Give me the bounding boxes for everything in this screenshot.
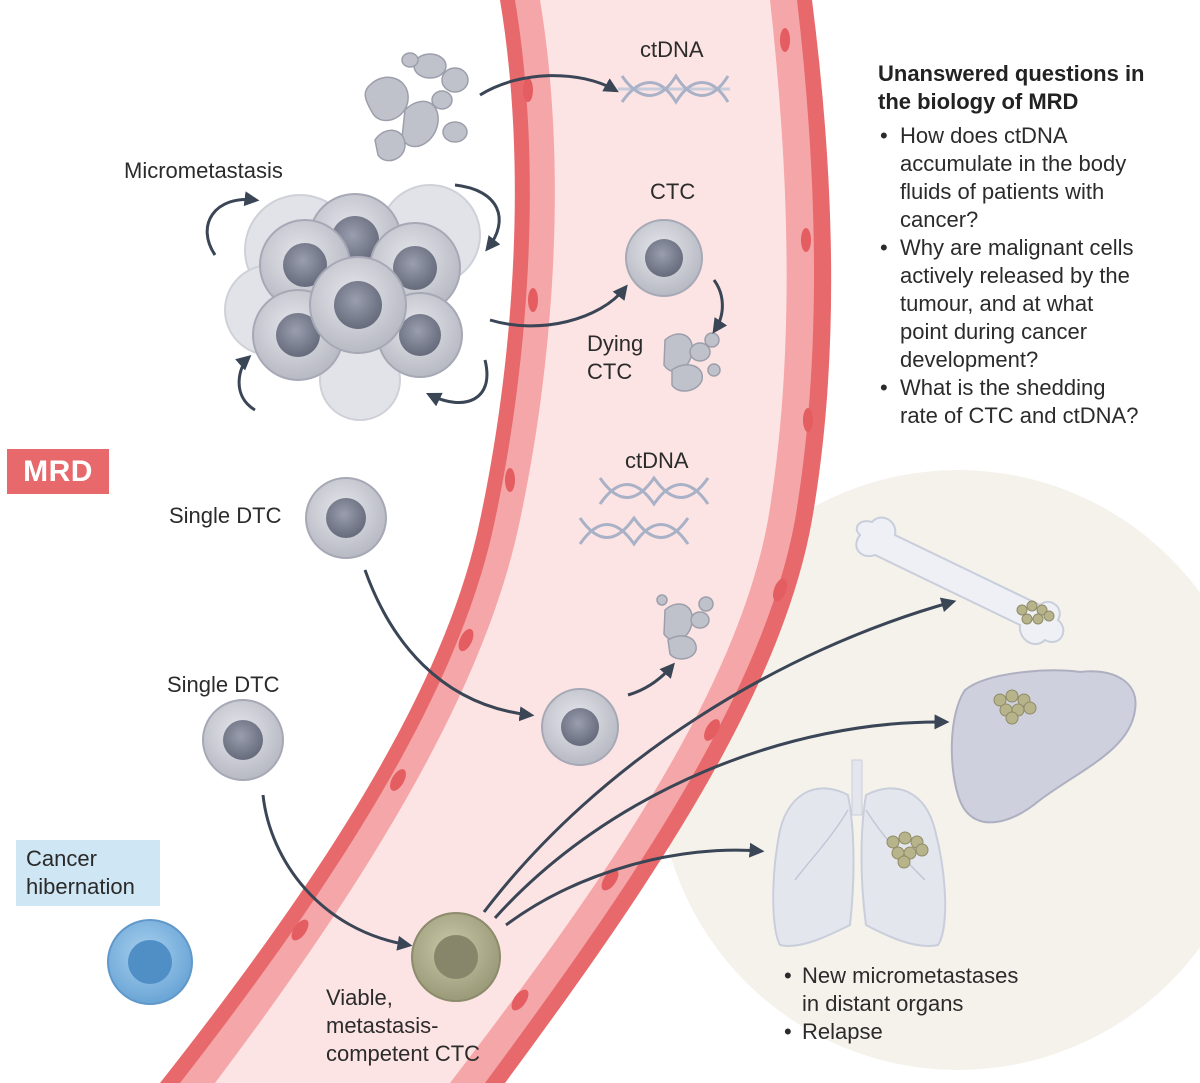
dying-ctc-debris [663,332,721,392]
questions-title: Unanswered questions in the biology of M… [878,60,1188,116]
question-line: development? [900,347,1039,372]
questions-panel: Unanswered questions in the biology of M… [878,60,1188,430]
question-item: What is the shedding rate of CTC and ctD… [878,374,1188,430]
ctdna-label-mid: ctDNA [625,448,689,473]
arrow-debris-to-ctdna [479,74,619,97]
question-line: tumour, and at what [900,291,1094,316]
outcome-item: New micrometastases in distant organs [782,962,1018,1018]
arrow-to-bone [482,597,957,913]
flow-arrows [261,74,957,951]
arrow-ctc-to-debris [627,662,675,697]
outcome-line: Relapse [802,1019,883,1044]
question-line: What is the shedding [900,375,1106,400]
viable-ctc-cell [411,912,501,1002]
ctdna-helix-mid [578,475,710,547]
question-line: actively released by the [900,263,1130,288]
cell-debris-top [364,52,469,162]
dying-ctc-label-1: Dying [587,331,644,356]
ctc-label: CTC [650,179,696,204]
arrow-dtc1-to-ctc [363,569,535,722]
cancer-hibernation-label: Cancer hibernation [16,840,160,906]
liver-organ [950,669,1137,824]
ctdna-helix-top [618,73,730,105]
ctdna-label-top: ctDNA [640,37,704,62]
cycle-arrows [205,183,501,412]
single-dtc-label-2: Single DTC [167,672,280,697]
question-line: Why are malignant cells [900,235,1134,260]
question-line: How does ctDNA [900,123,1068,148]
single-dtc-label-1: Single DTC [169,503,282,528]
viable-ctc-label-3: competent CTC [326,1041,481,1066]
arrow-to-lung [505,842,765,927]
outcome-line: in distant organs [802,991,964,1016]
arrow-dtc2-to-viable [261,794,413,951]
micrometastasis-cluster [224,184,481,421]
viable-ctc-label-1: Viable, [326,985,393,1010]
hibernation-line-2: hibernation [26,874,135,899]
question-line: rate of CTC and ctDNA? [900,403,1139,428]
questions-list: How does ctDNA accumulate in the body fl… [878,122,1188,430]
arrow-micrometastasis-to-ctc [489,284,628,328]
question-line: accumulate in the body [900,151,1127,176]
dying-ctc-label-2: CTC [587,359,633,384]
single-dtc-cell-1 [305,477,387,559]
bone-organ [855,516,1065,645]
hibernation-line-1: Cancer [26,846,97,871]
question-line: fluids of patients with [900,179,1105,204]
outcome-line: New micrometastases [802,963,1019,988]
lung-organ [772,759,947,947]
mrd-badge: MRD [7,449,109,494]
questions-title-line-2: the biology of MRD [878,89,1079,114]
hibernation-cell [107,919,193,1005]
ctc-cell [625,219,703,297]
question-line: cancer? [900,207,979,232]
arrow-ctc-to-dying [712,279,728,334]
ctc-cell-lower [541,688,619,766]
viable-ctc-label-2: metastasis- [326,1013,439,1038]
arrow-to-liver [493,714,950,920]
question-item: How does ctDNA accumulate in the body fl… [878,122,1188,234]
questions-title-line-1: Unanswered questions in [878,61,1145,86]
single-dtc-cell-2 [202,699,284,781]
outcomes-list: New micrometastases in distant organs Re… [782,962,1018,1046]
cell-debris-mid [656,594,714,660]
endothelial-nuclei [291,28,813,1011]
outcome-item: Relapse [782,1018,1018,1046]
question-item: Why are malignant cells actively release… [878,234,1188,374]
micrometastasis-label: Micrometastasis [124,158,283,183]
question-line: point during cancer [900,319,1088,344]
